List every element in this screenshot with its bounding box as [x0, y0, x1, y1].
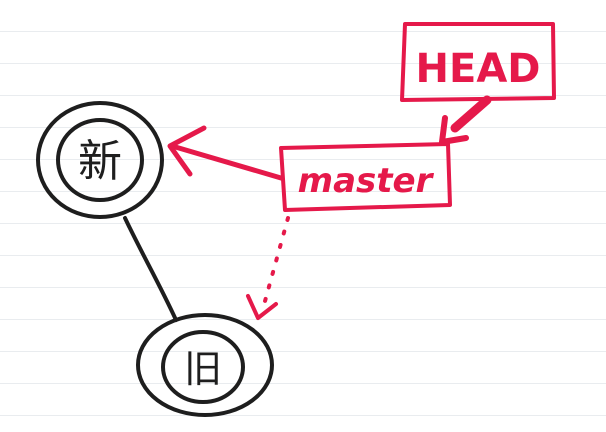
new-commit-label: 新 [78, 136, 122, 187]
new-commit-node: 新 [36, 101, 164, 219]
master-label: master [298, 161, 435, 201]
commit-link-line [123, 216, 178, 322]
head-pointer-box: HEAD [400, 22, 556, 102]
head-label: HEAD [416, 46, 541, 92]
old-commit-label: 旧 [184, 347, 222, 391]
old-commit-node: 旧 [136, 313, 274, 417]
head-to-master-arrow [439, 95, 492, 145]
master-branch-box: master [279, 142, 452, 212]
master-to-new-commit-arrow [167, 125, 284, 181]
master-to-old-commit-dotted-arrow [246, 216, 290, 320]
